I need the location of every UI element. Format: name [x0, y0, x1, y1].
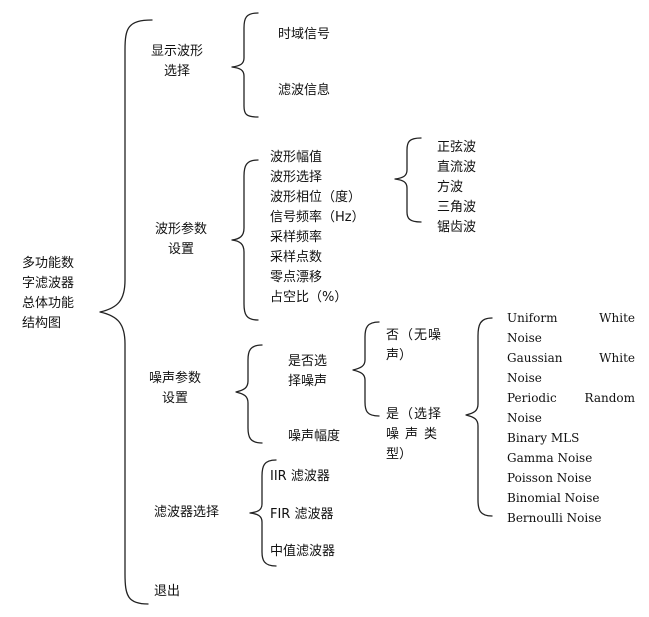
wave-params-label: 波形参数 设置 [150, 220, 212, 260]
wave-params-label-line: 波形参数 [154, 222, 207, 237]
noise-type-line: Binomial Noise [507, 488, 635, 508]
signal-frequency: 信号频率（Hz） [270, 210, 365, 225]
noise-type-word: Noise [507, 331, 542, 345]
zero-drift: 零点漂移 [270, 270, 323, 285]
noise-type-word: Uniform [507, 311, 558, 325]
noise-type-word: White [599, 311, 635, 325]
time-domain-signal: 时域信号 [278, 27, 331, 42]
noise-no-line: 声） [386, 348, 413, 363]
wave-params-label-line: 设置 [167, 242, 194, 257]
wave-phase: 波形相位（度） [270, 190, 362, 205]
root-title-line: 结构图 [22, 316, 62, 331]
fir-filter: FIR 滤波器 [270, 507, 334, 522]
noise-type-line: Bernoulli Noise [507, 508, 635, 528]
noise-type-line: Uniform White [507, 308, 635, 328]
duty-cycle: 占空比（%） [270, 290, 348, 305]
noise-type-word: Gamma Noise [507, 451, 593, 465]
wave-params-list: 波形幅值 波形选择 波形相位（度） 信号频率（Hz） 采样频率 采样点数 零点漂… [270, 148, 365, 308]
wave-type-square: 方波 [437, 180, 464, 195]
display-select-label: 显示波形 选择 [146, 42, 208, 82]
noise-yes-line: 噪声类 [386, 427, 444, 442]
wave-type-sawtooth: 锯齿波 [437, 220, 477, 235]
wave-type-triangle: 三角波 [437, 200, 477, 215]
noise-no-line: 否（无噪 [386, 328, 443, 343]
wave-type-sine: 正弦波 [437, 140, 477, 155]
noise-params-label-line: 噪声参数 [148, 371, 201, 386]
main-brace [99, 19, 153, 605]
noise-select-label: 是否选 择噪声 [288, 352, 327, 392]
noise-yes-line: 型） [386, 447, 413, 462]
noise-params-brace [235, 344, 263, 444]
noise-yes-line: 是（选择 [386, 407, 443, 422]
iir-filter: IIR 滤波器 [270, 469, 330, 484]
noise-type-line: Poisson Noise [507, 468, 635, 488]
exit-label: 退出 [154, 584, 181, 599]
display-select-label-line: 显示波形 [150, 44, 203, 59]
wave-types-list: 正弦波 直流波 方波 三角波 锯齿波 [437, 138, 476, 238]
noise-amplitude: 噪声幅度 [288, 429, 341, 444]
noise-select-label-line: 是否选 [288, 354, 328, 369]
noise-type-word: Binomial Noise [507, 491, 600, 505]
noise-type-word: White [599, 351, 635, 365]
sample-rate: 采样频率 [270, 230, 323, 245]
noise-type-word: Random [584, 391, 635, 405]
noise-type-word: Poisson Noise [507, 471, 592, 485]
noise-type-line: Binary MLS [507, 428, 635, 448]
noise-type-line: Gamma Noise [507, 448, 635, 468]
filter-select-label: 滤波器选择 [154, 505, 220, 520]
noise-types-list: Uniform White Noise Gaussian White Noise… [507, 308, 635, 528]
sample-count: 采样点数 [270, 250, 323, 265]
noise-type-word: Noise [507, 411, 542, 425]
noise-type-line: Noise [507, 368, 635, 388]
noise-no-option: 否（无噪 声） [386, 326, 460, 366]
display-select-label-line: 选择 [163, 64, 190, 79]
filter-brace [249, 459, 277, 567]
root-title-line: 总体功能 [22, 296, 75, 311]
noise-type-word: Binary MLS [507, 431, 580, 445]
noise-select-label-line: 择噪声 [288, 374, 328, 389]
display-brace [231, 12, 259, 118]
noise-type-word: Noise [507, 371, 542, 385]
root-title-line: 多功能数 [22, 256, 75, 271]
noise-type-word: Periodic [507, 391, 557, 405]
root-title: 多功能数 字滤波器 总体功能 结构图 [22, 254, 74, 334]
root-title-line: 字滤波器 [22, 276, 75, 291]
wave-type-dc: 直流波 [437, 160, 477, 175]
noise-type-word: Bernoulli Noise [507, 511, 602, 525]
noise-type-line: Noise [507, 408, 635, 428]
wave-params-brace [231, 159, 259, 321]
filter-info: 滤波信息 [278, 83, 331, 98]
noise-select-brace [352, 321, 380, 417]
noise-type-line: Gaussian White [507, 348, 635, 368]
wave-amplitude: 波形幅值 [270, 150, 323, 165]
noise-yes-option: 是（选择 噪声类 型） [386, 405, 460, 465]
wave-select: 波形选择 [270, 170, 323, 185]
noise-type-line: Noise [507, 328, 635, 348]
noise-type-word: Gaussian [507, 351, 563, 365]
noise-types-brace [465, 317, 493, 517]
median-filter: 中值滤波器 [270, 544, 336, 559]
noise-type-line: Periodic Random [507, 388, 635, 408]
noise-params-label: 噪声参数 设置 [144, 369, 206, 409]
noise-params-label-line: 设置 [161, 391, 188, 406]
wave-types-brace [394, 137, 422, 223]
